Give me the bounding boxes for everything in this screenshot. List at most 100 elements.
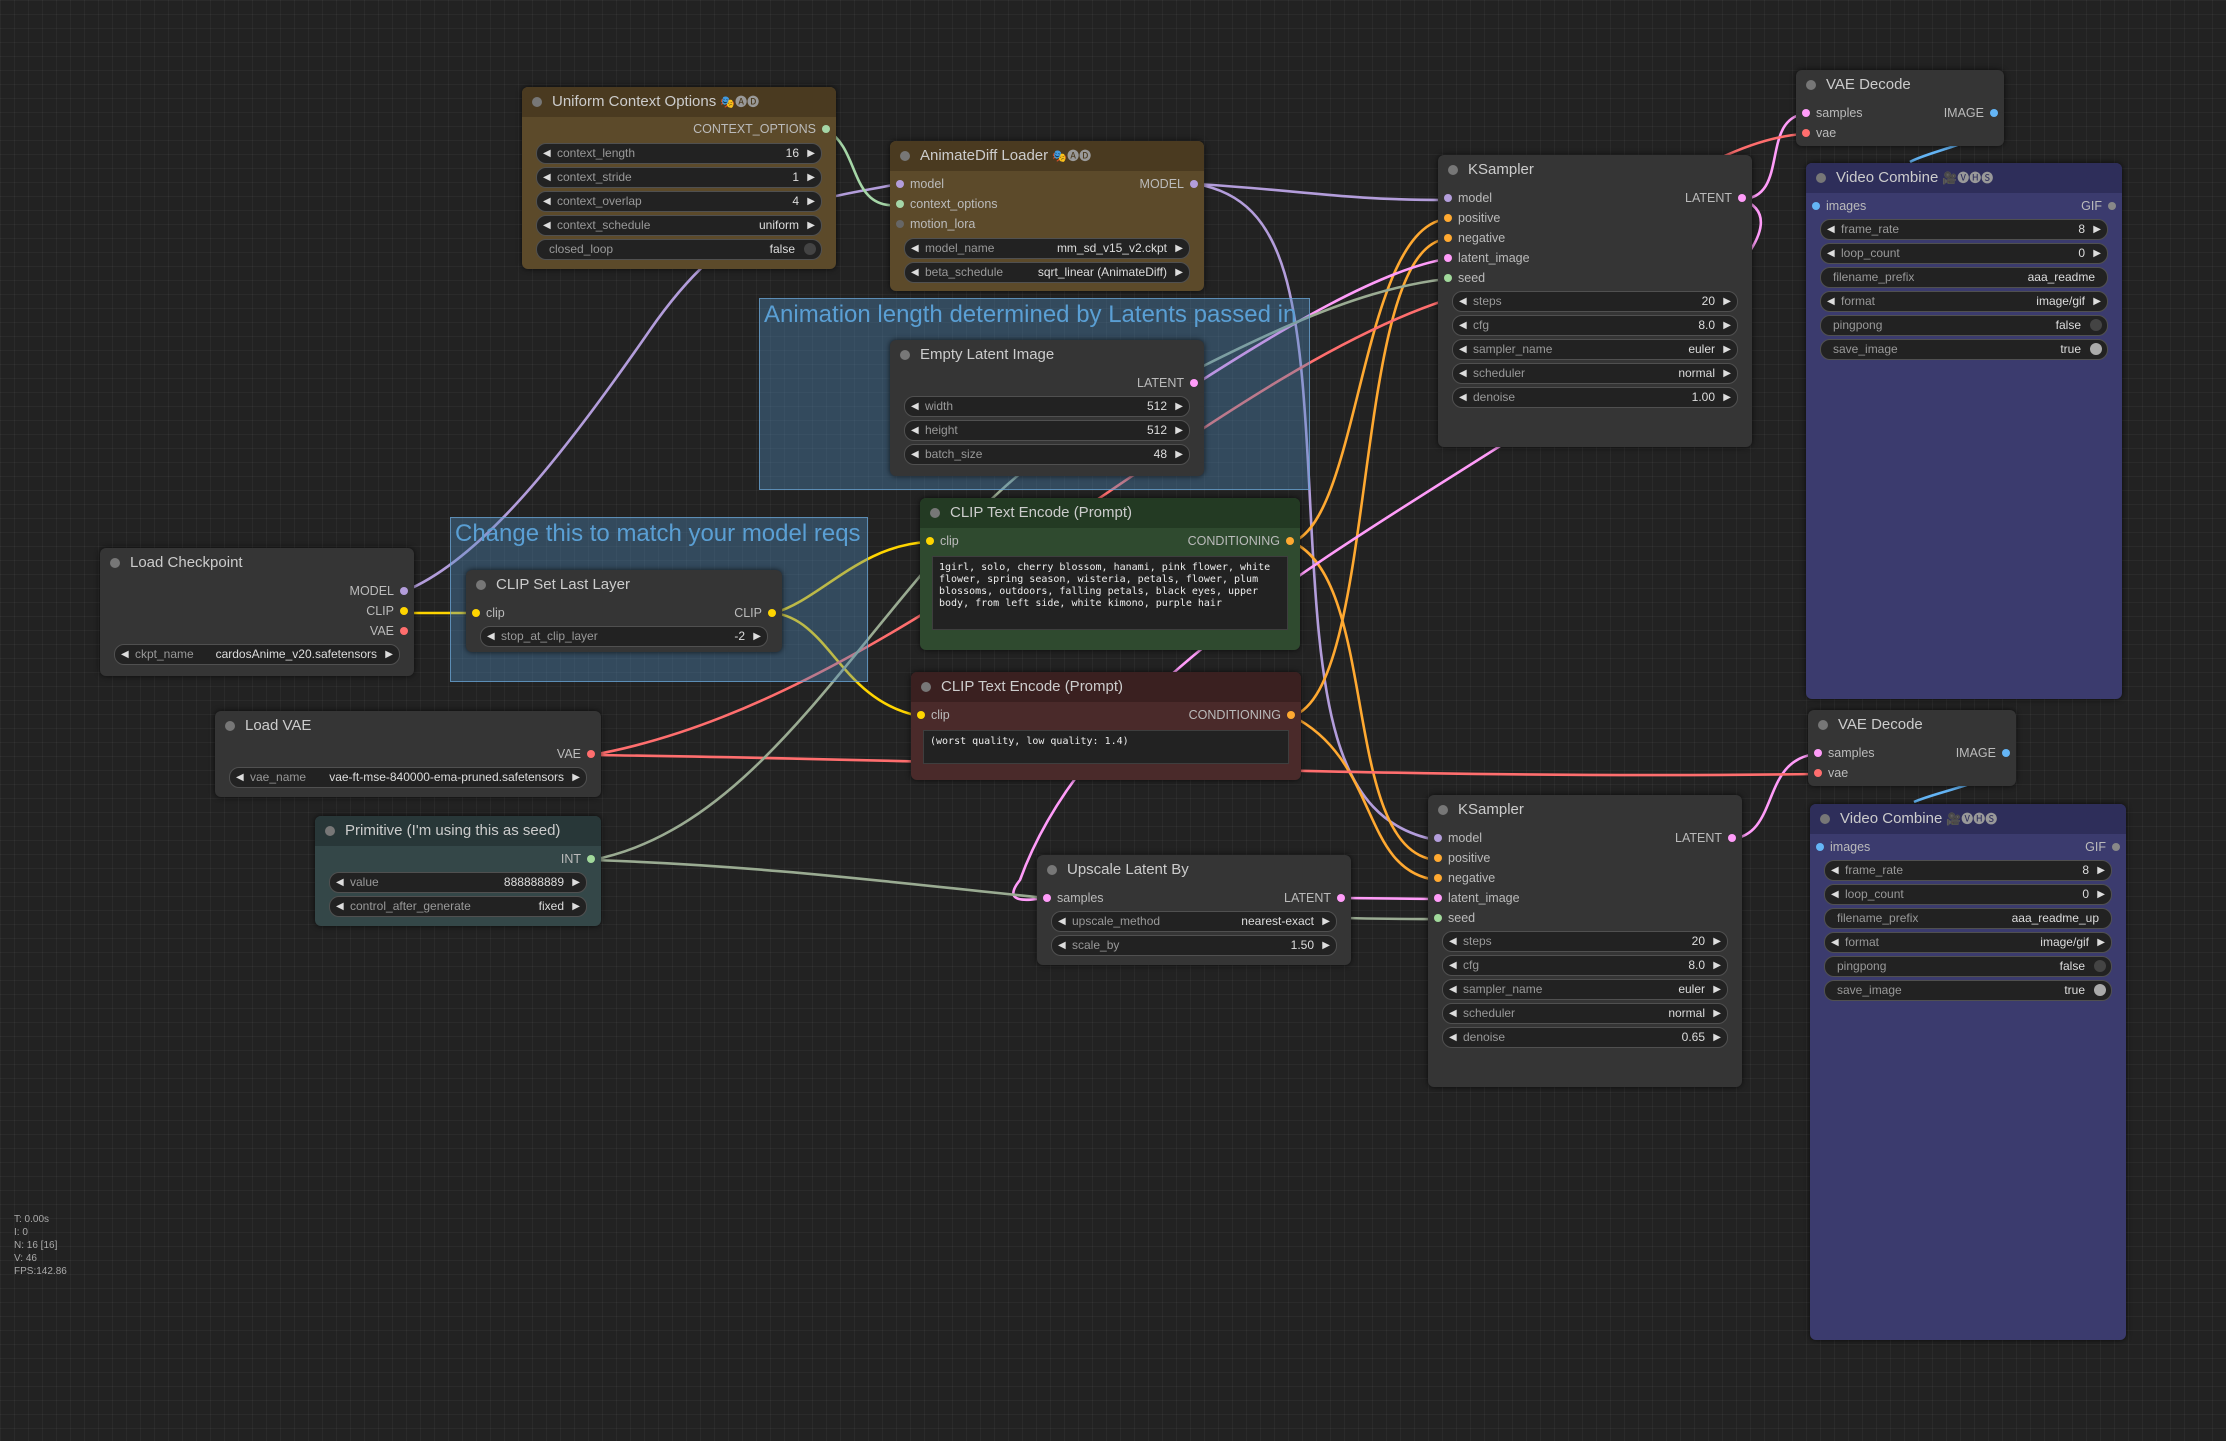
increment-icon[interactable]: ▶ [1723, 296, 1731, 307]
node-upscale-latent-by[interactable]: Upscale Latent By samples LATENT ◀upscal… [1037, 855, 1351, 965]
slot-dot[interactable] [1434, 874, 1442, 882]
node-ksampler-1[interactable]: KSampler model LATENT positive negative … [1438, 155, 1752, 447]
node-title[interactable]: Video Combine🎥🅥🅗🅢 [1806, 163, 2122, 193]
output-conditioning[interactable]: CONDITIONING [1189, 706, 1295, 724]
slot-dot[interactable] [1802, 129, 1810, 137]
slot-dot[interactable] [1287, 711, 1295, 719]
input-images[interactable]: images [1816, 838, 1870, 856]
decrement-icon[interactable]: ◀ [911, 267, 919, 278]
slot-dot[interactable] [1990, 109, 1998, 117]
increment-icon[interactable]: ▶ [1322, 916, 1330, 927]
decrement-icon[interactable]: ◀ [543, 196, 551, 207]
node-title[interactable]: AnimateDiff Loader🎭🅐🅓 [890, 141, 1204, 171]
increment-icon[interactable]: ▶ [2097, 937, 2105, 948]
slot-dot[interactable] [1434, 854, 1442, 862]
output-gif[interactable]: GIF [2085, 838, 2120, 856]
input-images[interactable]: images [1812, 197, 1866, 215]
node-title[interactable]: VAE Decode [1796, 70, 2004, 100]
node-title[interactable]: KSampler [1438, 155, 1752, 185]
decrement-icon[interactable]: ◀ [236, 772, 244, 783]
decrement-icon[interactable]: ◀ [1827, 296, 1835, 307]
slot-dot[interactable] [1444, 234, 1452, 242]
node-title[interactable]: CLIP Text Encode (Prompt) [920, 498, 1300, 528]
slot-dot[interactable] [1444, 274, 1452, 282]
toggle-knob-icon[interactable] [2094, 984, 2106, 996]
input-seed[interactable]: seed [1434, 909, 1475, 927]
increment-icon[interactable]: ▶ [1713, 1008, 1721, 1019]
output-clip[interactable]: CLIP [734, 604, 776, 622]
increment-icon[interactable]: ▶ [1175, 267, 1183, 278]
slot-dot[interactable] [1802, 109, 1810, 117]
decrement-icon[interactable]: ◀ [1459, 368, 1467, 379]
output-gif[interactable]: GIF [2081, 197, 2116, 215]
slot-dot[interactable] [2112, 843, 2120, 851]
slot-dot[interactable] [896, 220, 904, 228]
increment-icon[interactable]: ▶ [1713, 984, 1721, 995]
slot-dot[interactable] [2108, 202, 2116, 210]
slot-dot[interactable] [1816, 843, 1824, 851]
slot-dot[interactable] [587, 855, 595, 863]
node-video-combine-2[interactable]: Video Combine🎥🅥🅗🅢 images GIF ◀frame_rate… [1810, 804, 2126, 1340]
slot-dot[interactable] [768, 609, 776, 617]
node-primitive-seed[interactable]: Primitive (I'm using this as seed) INT ◀… [315, 816, 601, 926]
decrement-icon[interactable]: ◀ [336, 901, 344, 912]
node-title[interactable]: Load Checkpoint [100, 548, 414, 578]
node-vae-decode-2[interactable]: VAE Decode samples IMAGE vae [1808, 710, 2016, 786]
slot-dot[interactable] [1190, 180, 1198, 188]
slot-dot[interactable] [1814, 769, 1822, 777]
toggle-knob-icon[interactable] [2094, 960, 2106, 972]
output-model[interactable]: MODEL [1140, 175, 1198, 193]
node-title[interactable]: Load VAE [215, 711, 601, 741]
decrement-icon[interactable]: ◀ [1831, 937, 1839, 948]
node-uniform-context-options[interactable]: Uniform Context Options🎭🅐🅓 CONTEXT_OPTIO… [522, 87, 836, 269]
node-title[interactable]: CLIP Text Encode (Prompt) [911, 672, 1301, 702]
input-samples[interactable]: samples [1802, 104, 1863, 122]
decrement-icon[interactable]: ◀ [1058, 940, 1066, 951]
slot-dot[interactable] [1728, 834, 1736, 842]
input-model[interactable]: model [896, 175, 944, 193]
slot-dot[interactable] [1444, 214, 1452, 222]
input-negative[interactable]: negative [1444, 229, 1505, 247]
input-samples[interactable]: samples [1043, 889, 1104, 907]
decrement-icon[interactable]: ◀ [1459, 344, 1467, 355]
decrement-icon[interactable]: ◀ [911, 449, 919, 460]
slot-dot[interactable] [1738, 194, 1746, 202]
increment-icon[interactable]: ▶ [807, 196, 815, 207]
increment-icon[interactable]: ▶ [1723, 320, 1731, 331]
node-title[interactable]: Empty Latent Image [890, 340, 1204, 370]
decrement-icon[interactable]: ◀ [1449, 960, 1457, 971]
decrement-icon[interactable]: ◀ [1449, 984, 1457, 995]
slot-dot[interactable] [1286, 537, 1294, 545]
slot-dot[interactable] [400, 607, 408, 615]
node-load-checkpoint[interactable]: Load Checkpoint MODEL CLIP VAE ◀ckpt_nam… [100, 548, 414, 676]
decrement-icon[interactable]: ◀ [911, 243, 919, 254]
increment-icon[interactable]: ▶ [2093, 224, 2101, 235]
decrement-icon[interactable]: ◀ [1058, 916, 1066, 927]
slot-dot[interactable] [1434, 914, 1442, 922]
increment-icon[interactable]: ▶ [807, 220, 815, 231]
decrement-icon[interactable]: ◀ [487, 631, 495, 642]
increment-icon[interactable]: ▶ [1713, 1032, 1721, 1043]
